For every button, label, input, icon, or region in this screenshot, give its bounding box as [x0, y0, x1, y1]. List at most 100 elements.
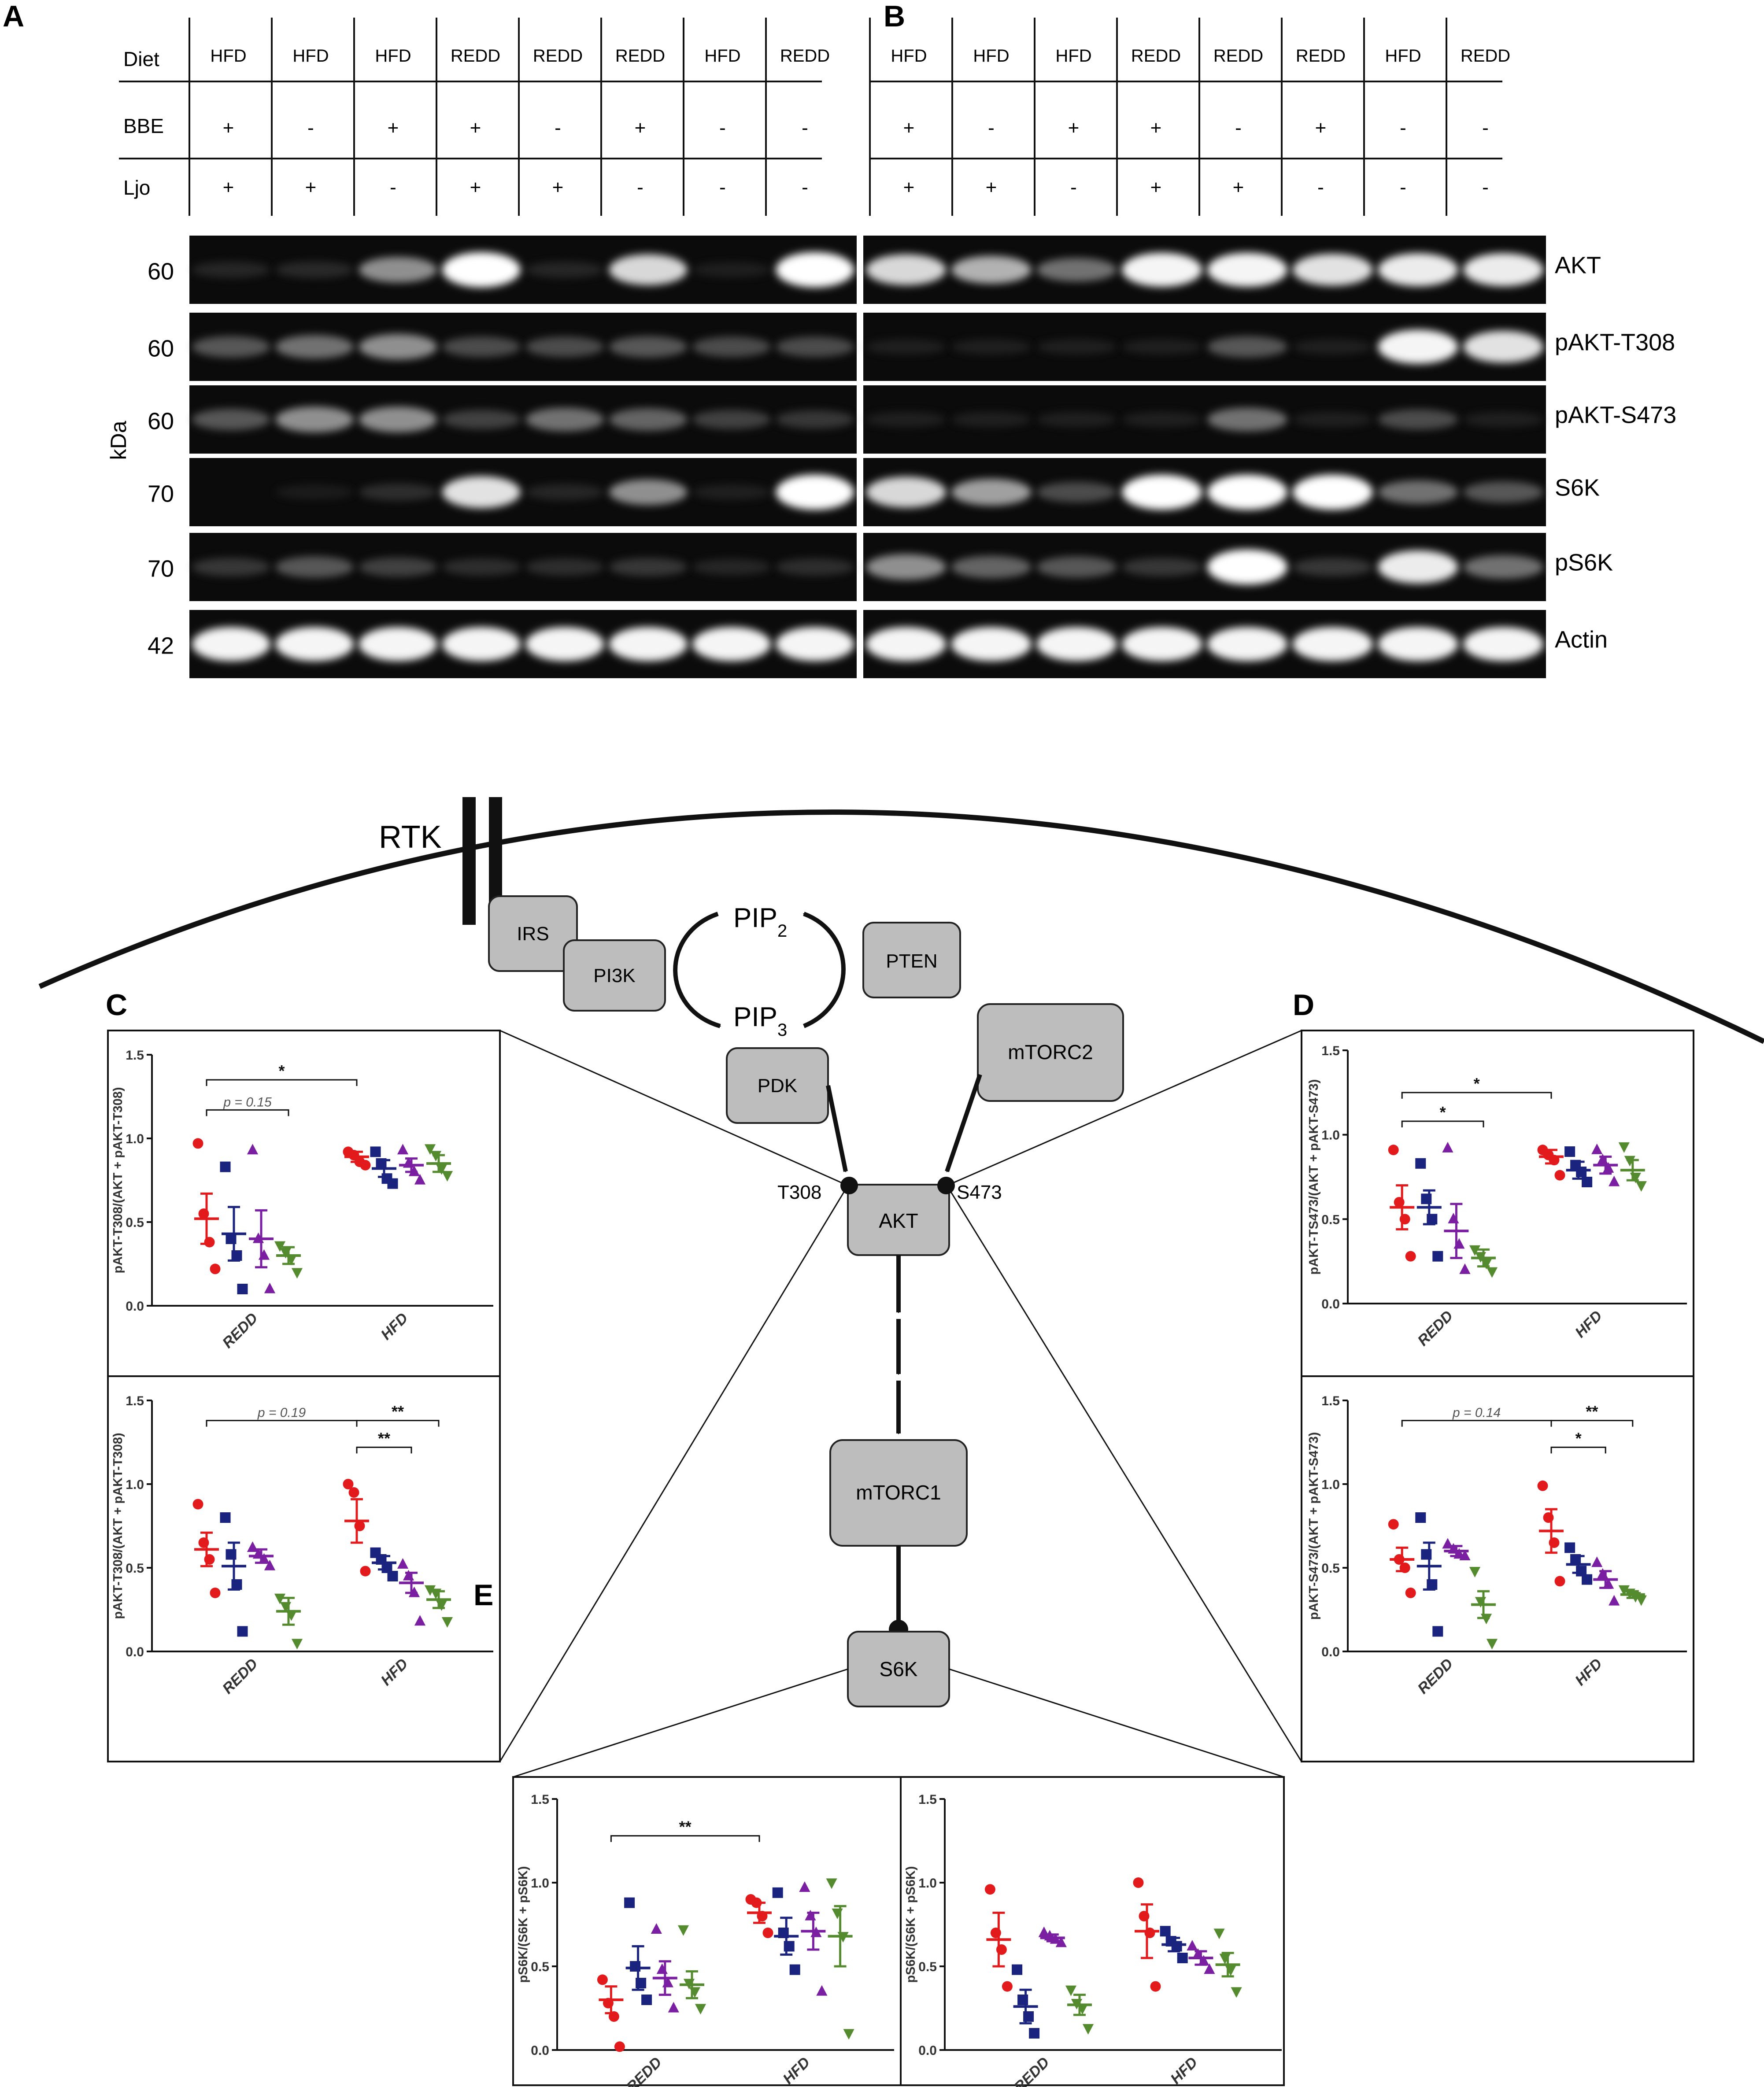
blot-band: [1036, 627, 1117, 661]
data-point: [597, 1974, 608, 1985]
x-tick-label: HFD: [1572, 1655, 1605, 1689]
data-point: [984, 1884, 995, 1895]
ljo-cell: -: [802, 177, 808, 198]
data-point: [1554, 1170, 1565, 1181]
data-point: [1635, 1181, 1647, 1192]
data-point: [397, 1144, 409, 1155]
panel-label-A: A: [3, 0, 24, 33]
blot-band: [1207, 549, 1287, 585]
blot-band: [865, 254, 946, 285]
panel-E-frame: [512, 1776, 1285, 2086]
blot-band: [609, 627, 688, 661]
blot-band: [865, 554, 946, 580]
diet-cell: HFD: [704, 46, 740, 66]
y-tick-label: 0.5: [126, 1561, 144, 1576]
data-point: [1618, 1142, 1630, 1153]
x-tick-label: HFD: [1167, 2054, 1201, 2087]
diet-cell: REDD: [1131, 46, 1181, 66]
significance-label: p = 0.19: [257, 1406, 306, 1420]
ljo-cell: -: [1070, 177, 1077, 198]
significance-label: *: [1440, 1103, 1446, 1121]
significance-bracket: [1401, 1120, 1484, 1127]
blot-band: [1463, 627, 1544, 661]
y-tick-label: 0.5: [1321, 1561, 1340, 1576]
data-point: [816, 1985, 828, 1996]
data-point: [1012, 1964, 1023, 1975]
blot-band: [692, 410, 771, 429]
bbe-cell: -: [988, 117, 995, 139]
pi3k-label: PI3K: [593, 965, 635, 986]
data-point: [360, 1566, 371, 1577]
y-axis-label: pS6K/(S6K + pS6K): [516, 1866, 530, 1983]
blot-band: [692, 484, 771, 500]
data-point: [220, 1161, 231, 1172]
y-tick-label: 1.5: [126, 1048, 144, 1063]
blot-band: [1122, 474, 1202, 510]
data-point: [1459, 1550, 1471, 1560]
data-point: [1388, 1519, 1399, 1530]
blot-band: [275, 485, 354, 499]
data-point: [274, 1593, 286, 1604]
ljo-cell: -: [637, 177, 643, 198]
blot-row-label: AKT: [1555, 252, 1601, 279]
blot-band: [951, 412, 1032, 427]
data-point: [237, 1284, 248, 1294]
y-axis-label: pAKT-TS473/(AKT + pAKT-S473): [1307, 1079, 1321, 1275]
blot-band: [1036, 482, 1117, 502]
blot-band: [609, 408, 688, 431]
significance-bracket: [1401, 1420, 1552, 1427]
pten-node: [862, 922, 961, 998]
data-point: [441, 1617, 453, 1628]
data-point: [441, 1171, 453, 1182]
ljo-cell: -: [1317, 177, 1324, 198]
header-row-label-ljo: Ljo: [123, 176, 150, 199]
blot-band: [609, 336, 688, 358]
ljo-cell: +: [223, 177, 234, 198]
y-axis-label: pAKT-T308/(AKT + pAKT-T308): [111, 1433, 125, 1619]
y-axis-label: pS6K/(S6K + pS6K): [904, 1866, 918, 1983]
y-tick-label: 0.0: [1321, 1645, 1340, 1659]
blot-band: [609, 254, 688, 285]
blot-band: [359, 627, 437, 661]
blot-band: [1378, 480, 1458, 504]
data-point: [614, 2041, 625, 2052]
data-point: [1486, 1267, 1498, 1278]
blot-band: [525, 627, 604, 661]
ljo-cell: -: [719, 177, 726, 198]
pip2-label: PIP2: [733, 903, 787, 941]
panel-label-D: D: [1293, 988, 1314, 1022]
y-tick-label: 1.0: [126, 1478, 144, 1492]
connector-line: [947, 1030, 1302, 1186]
ljo-cell: -: [1400, 177, 1406, 198]
x-tick-label: REDD: [623, 2054, 665, 2087]
blot-band: [692, 336, 771, 357]
cell-membrane: [38, 809, 1764, 1044]
data-point: [1564, 1146, 1575, 1157]
diet-cell: HFD: [292, 46, 329, 66]
y-tick-label: 1.5: [918, 1792, 937, 1807]
blot-band: [776, 558, 854, 576]
bbe-cell: +: [470, 117, 481, 139]
blot-row-label: pS6K: [1555, 550, 1613, 576]
connector-line: [499, 1185, 849, 1762]
blot-band: [275, 335, 354, 359]
blot-band: [692, 262, 771, 277]
y-tick-label: 0.0: [531, 2043, 549, 2058]
t308-phospho-site: [840, 1177, 858, 1194]
s473-label: S473: [957, 1182, 1002, 1203]
significance-bracket: [356, 1420, 440, 1427]
y-tick-label: 1.0: [531, 1876, 549, 1891]
data-point: [1609, 1595, 1620, 1606]
significance-label: p = 0.14: [1452, 1406, 1501, 1420]
bbe-cell: +: [635, 117, 646, 139]
pip3-label: PIP3: [733, 1002, 787, 1040]
ljo-cell: +: [305, 177, 317, 198]
y-axis-label: pAKT-T308/(AKT + pAKT-T308): [111, 1087, 125, 1274]
kda-marker: 60: [148, 336, 174, 362]
x-tick-label: HFD: [1572, 1308, 1605, 1341]
data-point: [1204, 1963, 1215, 1974]
data-point: [1150, 1981, 1161, 1992]
diet-cell: REDD: [615, 46, 665, 66]
